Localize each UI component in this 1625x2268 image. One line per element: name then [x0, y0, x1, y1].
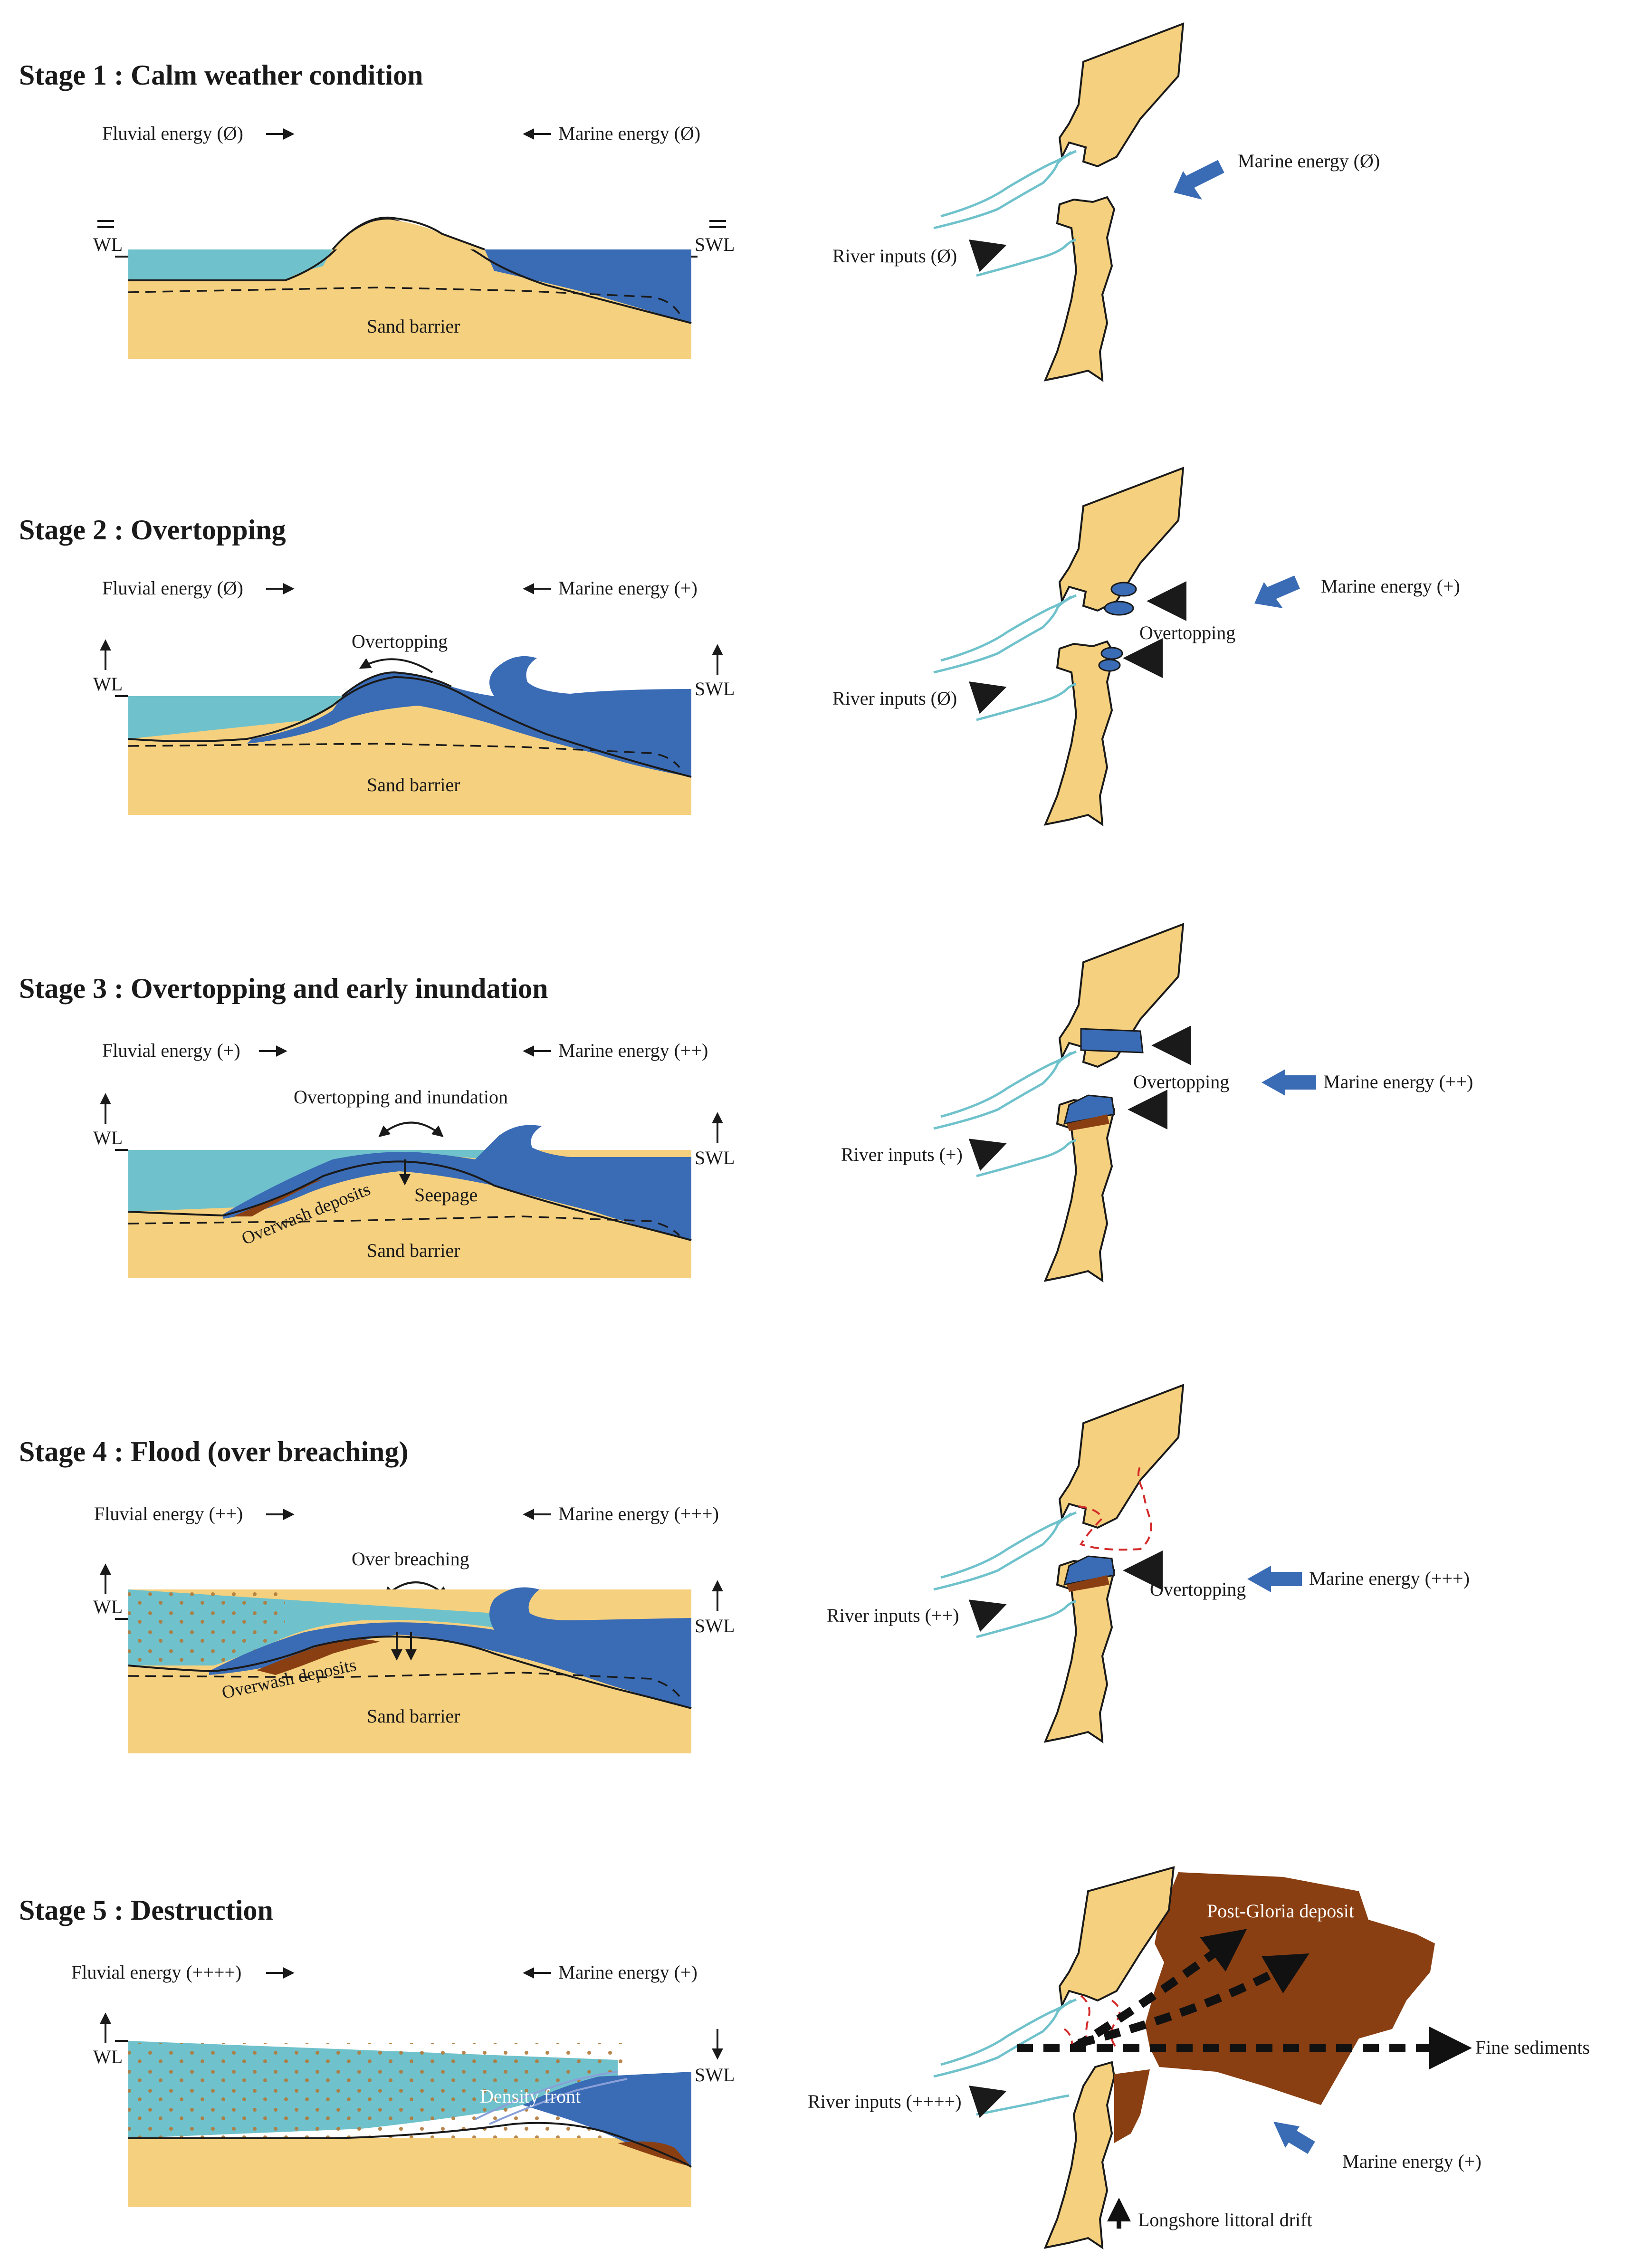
stage-5-density-label: Density front [480, 2086, 581, 2107]
stage-1-river-label: River inputs (Ø) [832, 245, 957, 267]
stage-5-drift-label: Longshore littoral drift [1138, 2209, 1312, 2230]
stage-3-swl-label: SWL [695, 1147, 735, 1168]
stage-3-process-label: Overtopping and inundation [294, 1086, 508, 1108]
stage-4-profile: Overwash deposits Sand barrier WL SWL [93, 1563, 735, 1753]
breach-outline [1078, 1465, 1152, 1551]
stage-5-fluvial-label: Fluvial energy (++++) [71, 1962, 241, 1983]
stage-2-map: Overtopping River inputs (Ø) Marine ener… [832, 467, 1460, 825]
stage-4-process-label: Over breaching [352, 1548, 469, 1569]
stage-2: Stage 2 : Overtopping Fluvial energy (Ø)… [19, 467, 1460, 825]
sand-barrier-label: Sand barrier [367, 316, 460, 337]
stage-5-deposit-label: Post-Gloria deposit [1207, 1900, 1354, 1922]
river-arrow [968, 239, 1007, 272]
wl-label: WL [93, 234, 123, 255]
stage-2-sand-barrier-label: Sand barrier [367, 774, 460, 795]
stage-2-map-overtopping-label: Overtopping [1139, 622, 1235, 643]
stage-2-fluvial-label: Fluvial energy (Ø) [102, 577, 243, 599]
sea-water [485, 249, 691, 323]
stage-2-wl-label: WL [93, 673, 123, 695]
stage-1: Stage 1 : Calm weather condition Fluvial… [19, 23, 1380, 381]
stage-2-map-marine-label: Marine energy (+) [1321, 575, 1460, 597]
stage-3-map: Overtopping River inputs (+) Marine ener… [841, 923, 1473, 1282]
stage-2-swl-label: SWL [695, 678, 735, 699]
stage-4-title: Stage 4 : Flood (over breaching) [19, 1436, 408, 1467]
stage-4-map-overtopping-label: Overtopping [1150, 1579, 1246, 1600]
stage-3-river-label: River inputs (+) [841, 1144, 963, 1165]
stage-2-profile: Sand barrier WL SWL [93, 639, 735, 815]
overtopping-arrow [359, 658, 433, 673]
stage-3-fluvial-label: Fluvial energy (+) [102, 1040, 240, 1061]
stage-3-map-marine-label: Marine energy (++) [1323, 1071, 1473, 1092]
stage-1-title: Stage 1 : Calm weather condition [19, 59, 423, 91]
stage-4-fluvial-label: Fluvial energy (++) [94, 1503, 243, 1524]
sediment-plume-arrow-1 [1071, 1929, 1247, 2052]
stage-1-marine-label: Marine energy (Ø) [558, 123, 700, 144]
stage-2-sea-wave [247, 656, 691, 777]
stage-1-map: River inputs (Ø) Marine energy (Ø) [832, 23, 1380, 381]
stage-1-map-marine-label: Marine energy (Ø) [1238, 150, 1380, 172]
stage-5-map-marine-label: Marine energy (+) [1342, 2151, 1482, 2172]
stage-4-swl-label: SWL [695, 1615, 735, 1636]
stage-2-marine-label: Marine energy (+) [558, 577, 698, 599]
stage-4: Stage 4 : Flood (over breaching) Fluvial… [19, 1384, 1470, 1753]
stage-4-marine-label: Marine energy (+++) [558, 1503, 719, 1524]
stage-5-map: Post-Gloria deposit Fine sediments River… [808, 1866, 1590, 2249]
stage-1-fluvial-label: Fluvial energy (Ø) [102, 123, 243, 144]
stage-3-map-overtopping-label: Overtopping [1133, 1071, 1229, 1092]
water-table-line [128, 287, 680, 314]
stage-5: Stage 5 : Destruction Fluvial energy (++… [19, 1866, 1590, 2249]
sediment-plume-arrow-2 [1077, 1953, 1310, 2048]
stage-4-sand-barrier-label: Sand barrier [367, 1705, 460, 1727]
swl-label: SWL [695, 234, 735, 255]
stage-4-river-label: River inputs (++) [827, 1605, 959, 1626]
stage-5-river-label: River inputs (++++) [808, 2091, 962, 2112]
stage-2-title: Stage 2 : Overtopping [19, 514, 286, 545]
stage-3-profile: Seepage Overwash deposits Sand barrier W… [93, 1093, 735, 1278]
stage-5-title: Stage 5 : Destruction [19, 1895, 273, 1926]
stage-3: Stage 3 : Overtopping and early inundati… [19, 923, 1473, 1282]
stage-5-profile: Density front WL SWL [93, 2012, 735, 2207]
stage-2-river-label: River inputs (Ø) [832, 688, 957, 709]
stage-3-seepage-label: Seepage [414, 1184, 478, 1206]
stage-3-title: Stage 3 : Overtopping and early inundati… [19, 973, 548, 1004]
lagoon-water [128, 249, 333, 280]
stage-4-map: Overtopping River inputs (++) Marine ene… [827, 1384, 1470, 1742]
stage-3-marine-label: Marine energy (++) [558, 1040, 708, 1061]
stage-4-map-marine-label: Marine energy (+++) [1309, 1568, 1470, 1589]
stage-3-wl-label: WL [93, 1127, 123, 1148]
stage-2-process-label: Overtopping [352, 631, 448, 652]
stage-1-profile: Sand barrier WL SWL [93, 216, 735, 359]
stage-4-wl-label: WL [93, 1596, 123, 1617]
stage-5-wl-label: WL [93, 2046, 123, 2067]
stage-5-swl-label: SWL [695, 2064, 735, 2086]
stage-5-fine-label: Fine sediments [1475, 2037, 1590, 2058]
stage-5-marine-label: Marine energy (+) [558, 1962, 698, 1983]
stage-3-sand-barrier-label: Sand barrier [367, 1240, 460, 1261]
